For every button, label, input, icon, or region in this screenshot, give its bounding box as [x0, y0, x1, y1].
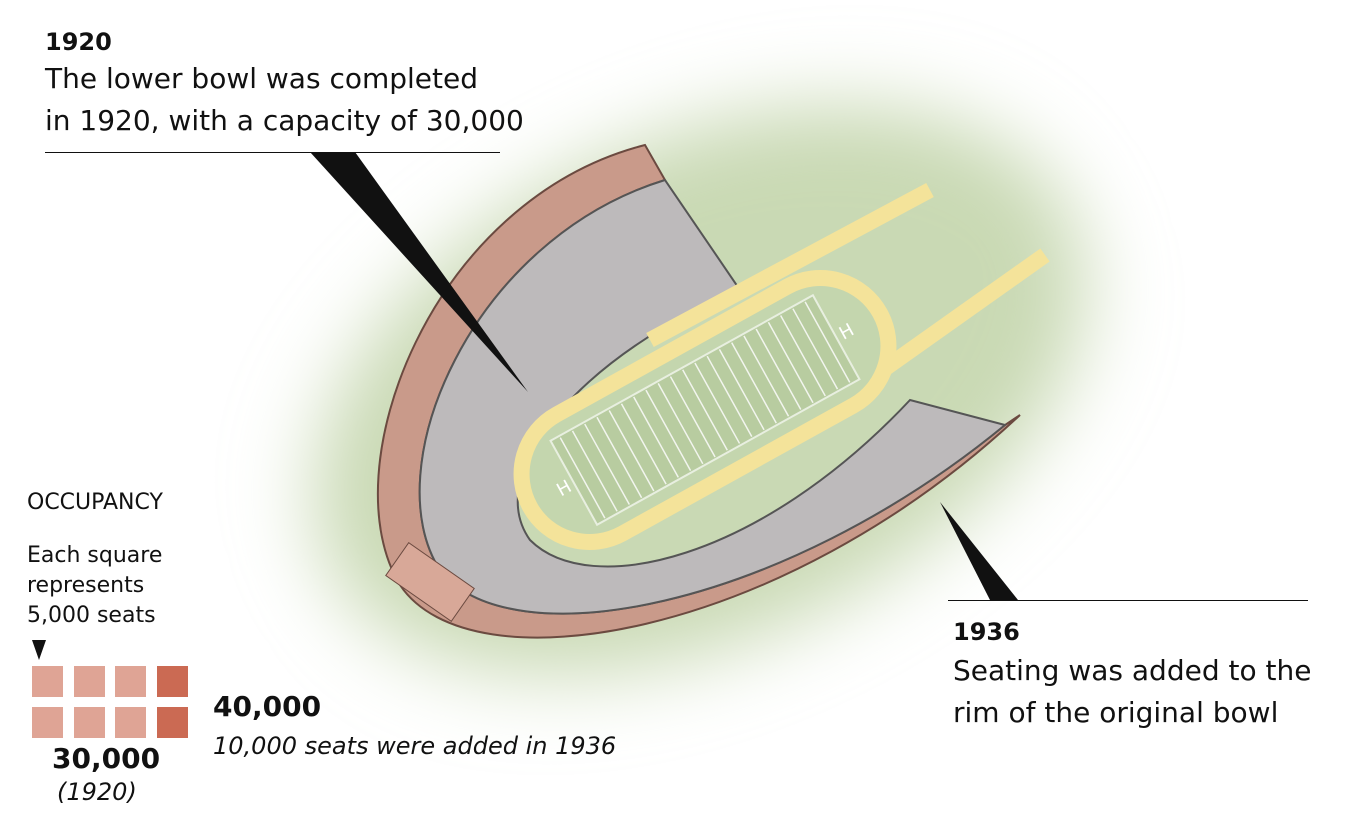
yard-line: [792, 308, 839, 390]
yard-line: [608, 410, 655, 492]
callout-1936-line: Seating was added to the: [953, 654, 1312, 687]
yard-line: [767, 321, 814, 404]
new-capacity-note: 10,000 seats were added in 1936: [213, 732, 617, 760]
yard-line: [731, 342, 777, 424]
callout-1936-line: rim of the original bowl: [953, 696, 1279, 729]
yard-line: [596, 416, 643, 499]
yard-line: [755, 328, 802, 410]
pointer-1920: [310, 152, 528, 392]
entrance-building: [385, 541, 475, 623]
yard-line: [645, 389, 692, 471]
occupancy-legend-line: Each square: [27, 543, 163, 568]
yard-line: [780, 315, 826, 397]
added-seats-square: [156, 666, 188, 697]
yard-line: [620, 403, 667, 485]
occupancy-legend: Each square represents 5,000 seats: [27, 541, 162, 631]
callout-1936-year: 1936: [953, 618, 1020, 646]
yard-line: [718, 349, 765, 431]
callout-1920-rule: [45, 152, 500, 153]
callout-1920-line: in 1920, with a capacity of 30,000: [45, 104, 524, 137]
yard-line: [633, 396, 679, 478]
yard-line: [669, 376, 716, 458]
yard-line: [682, 369, 728, 451]
callout-1920-text: The lower bowl was completed in 1920, wi…: [45, 58, 524, 142]
pointer-1936: [940, 502, 1018, 600]
original-capacity: 30,000: [52, 742, 161, 775]
original-seats-square: [32, 707, 63, 738]
occupancy-pointer-icon: [32, 640, 46, 660]
road: [646, 182, 1050, 379]
original-year: (1920): [57, 778, 137, 806]
added-seats-square: [156, 707, 188, 738]
yard-line: [657, 382, 704, 465]
occupancy-legend-line: represents: [27, 573, 145, 598]
original-seats-square: [115, 707, 146, 738]
callout-1936-text: Seating was added to the rim of the orig…: [953, 650, 1311, 734]
original-seats-square: [32, 666, 63, 697]
occupancy-legend-line: 5,000 seats: [27, 603, 156, 628]
yard-line: [706, 355, 753, 438]
yard-line: [559, 437, 606, 519]
original-seats-square: [115, 666, 146, 697]
yard-line: [804, 301, 851, 383]
yard-line: [571, 430, 618, 512]
callout-1920-line: The lower bowl was completed: [45, 62, 479, 95]
original-seats-square: [73, 666, 105, 697]
callout-1936-rule: [948, 600, 1308, 601]
occupancy-title: OCCUPANCY: [27, 490, 163, 515]
yard-line: [584, 423, 630, 505]
yard-line: [694, 362, 741, 444]
callout-1920-year: 1920: [45, 28, 112, 56]
original-seats-square: [73, 707, 105, 738]
new-capacity: 40,000: [213, 690, 322, 723]
yard-line: [743, 335, 790, 417]
